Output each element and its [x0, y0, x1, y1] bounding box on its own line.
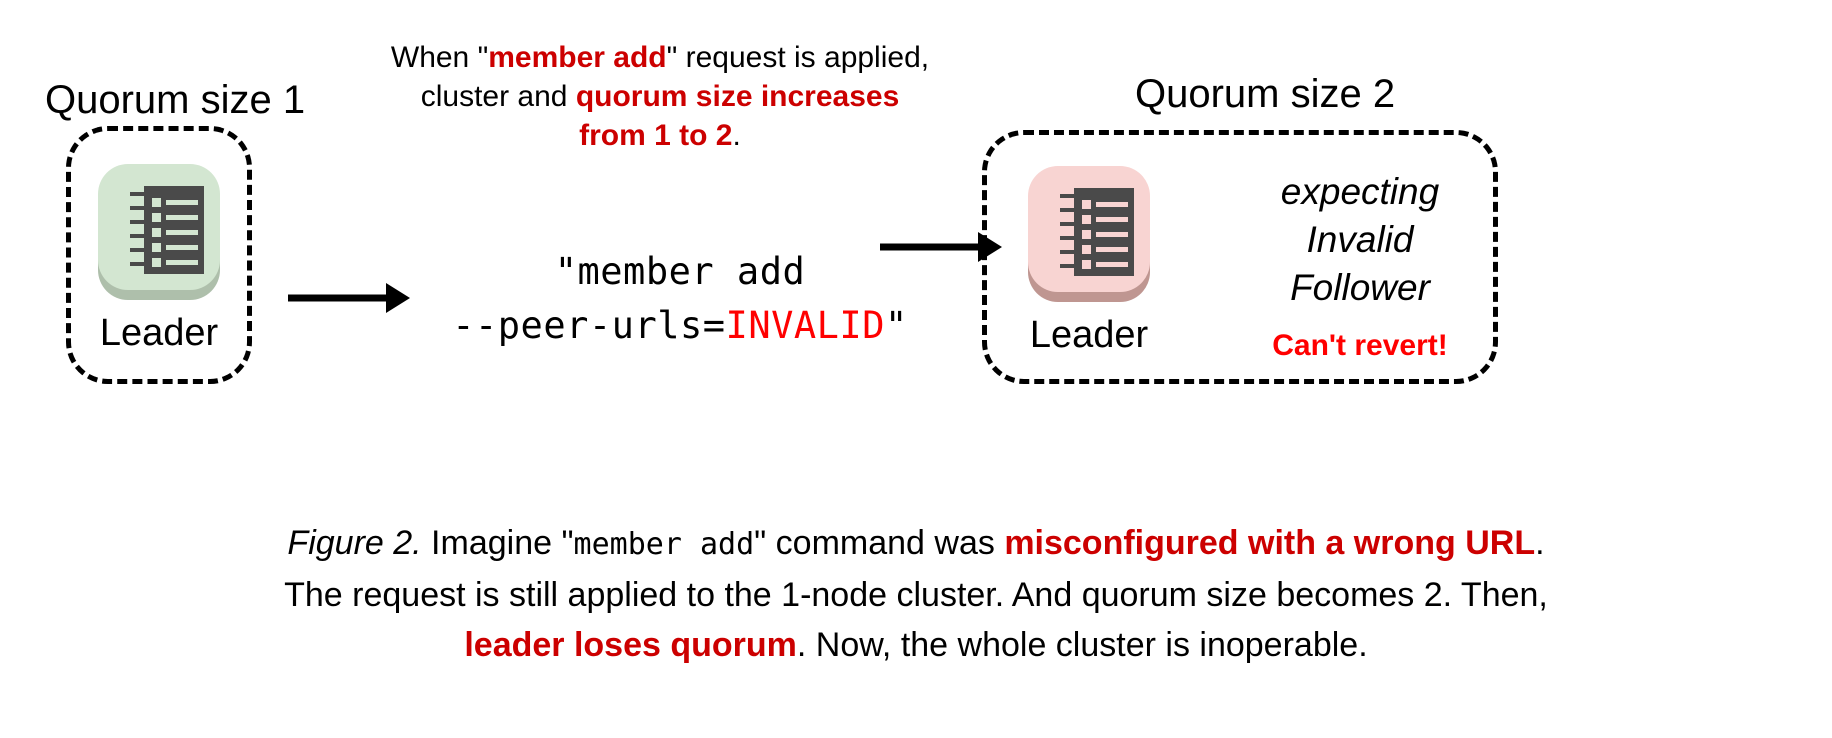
spiral-ring-icon [130, 206, 150, 210]
ledger-row-square [1082, 260, 1091, 269]
command-line-1: "member add [554, 250, 806, 293]
spiral-ring-icon [130, 234, 150, 238]
left-node-icon-wrap [92, 160, 226, 302]
left-node-label: Leader [99, 312, 219, 354]
figure-caption: Figure 2. Imagine "member add" command w… [0, 518, 1832, 670]
spiral-ring-icon [1060, 222, 1080, 226]
annotation-l1-b: " request is applied, [666, 41, 930, 74]
annotation-line-1: When "member add" request is applied, [355, 38, 965, 77]
ledger-row-line [166, 230, 198, 235]
ledger-row-square [1082, 230, 1091, 239]
caption-l3-b: . Now, the whole cluster is inoperable. [796, 626, 1368, 664]
right-node-label: Leader [1029, 314, 1149, 356]
arrow-left-to-command [288, 283, 410, 313]
spiral-ring-icon [1060, 194, 1080, 198]
ledger-icon [98, 164, 220, 290]
ledger-row-line [166, 200, 198, 205]
annotation-l2-a: cluster and [420, 80, 576, 113]
ledger-row-square [152, 228, 161, 237]
ledger-row-square [1082, 200, 1091, 209]
status-line-follower: Follower [1290, 267, 1430, 308]
caption-line-3: leader loses quorum. Now, the whole clus… [0, 620, 1832, 670]
spiral-ring-icon [1060, 236, 1080, 240]
ledger-row-square [152, 258, 161, 267]
ledger-glyph [130, 186, 204, 274]
left-cluster-box [66, 126, 252, 384]
annotation-line-2: cluster and quorum size increases [355, 77, 965, 116]
status-badge-cant-revert: Can't revert! [1272, 329, 1448, 362]
ledger-row-line [1096, 247, 1128, 252]
left-node: Leader [92, 160, 226, 354]
right-cluster-title: Quorum size 2 [1135, 72, 1396, 116]
annotation-text: When "member add" request is applied, cl… [355, 38, 965, 155]
annotation-l3-b: . [732, 119, 741, 152]
command-l2-prefix: --peer-urls= [452, 304, 726, 347]
ledger-row-line [166, 245, 198, 250]
command-l2-suffix: " [884, 304, 908, 347]
annotation-l3-highlight: from 1 to 2 [579, 119, 733, 152]
caption-l3-highlight: leader loses quorum [464, 626, 797, 664]
caption-l1-b: " command was [754, 524, 1005, 562]
ledger-row-square [152, 213, 161, 222]
caption-line-2: The request is still applied to the 1-no… [284, 576, 1548, 614]
arrow-head-icon [386, 283, 410, 313]
caption-l1-c: . [1535, 524, 1545, 562]
ledger-row-line [166, 215, 198, 220]
ledger-row-square [152, 243, 161, 252]
ledger-row-square [1082, 245, 1091, 254]
spiral-ring-icon [1060, 264, 1080, 268]
caption-line-1: Figure 2. Imagine "member add" command w… [0, 518, 1832, 570]
right-node: Leader [1022, 162, 1156, 356]
left-cluster-title: Quorum size 1 [45, 78, 306, 122]
annotation-l2-highlight: quorum size increases [575, 80, 900, 113]
spiral-ring-icon [1060, 208, 1080, 212]
ledger-row-square [1082, 215, 1091, 224]
ledger-row-line [1096, 202, 1128, 207]
command-invalid-value: INVALID [725, 304, 885, 347]
spiral-ring-icon [130, 262, 150, 266]
spiral-ring-icon [1060, 250, 1080, 254]
status-line-expecting: expecting [1280, 171, 1440, 212]
annotation-line-3: from 1 to 2. [355, 116, 965, 155]
spiral-ring-icon [130, 192, 150, 196]
arrow-shaft [288, 294, 388, 302]
ledger-row-line [166, 260, 198, 265]
spiral-ring-icon [130, 248, 150, 252]
right-node-icon-wrap [1022, 162, 1156, 304]
annotation-l1-highlight: member add [488, 41, 667, 74]
caption-l1-mono: member add [573, 527, 755, 562]
command-text: "member add --peer-urls=INVALID" [430, 245, 930, 353]
right-cluster-box [982, 130, 1498, 384]
command-line-2: --peer-urls=INVALID" [430, 299, 930, 353]
right-node-status: expecting Invalid Follower Can't revert! [1200, 168, 1520, 364]
ledger-row-line [1096, 232, 1128, 237]
caption-l1-a: Imagine " [421, 524, 574, 562]
spiral-ring-icon [130, 220, 150, 224]
ledger-icon [1028, 166, 1150, 292]
arrow-shaft [880, 243, 980, 251]
ledger-row-square [152, 198, 161, 207]
caption-l1-highlight: misconfigured with a wrong URL [1004, 524, 1536, 562]
caption-figure-number: Figure 2. [287, 524, 422, 562]
status-line-invalid: Invalid [1306, 219, 1414, 260]
ledger-row-line [1096, 217, 1128, 222]
ledger-row-line [1096, 262, 1128, 267]
ledger-glyph [1060, 188, 1134, 276]
annotation-l1-a: When " [390, 41, 489, 74]
